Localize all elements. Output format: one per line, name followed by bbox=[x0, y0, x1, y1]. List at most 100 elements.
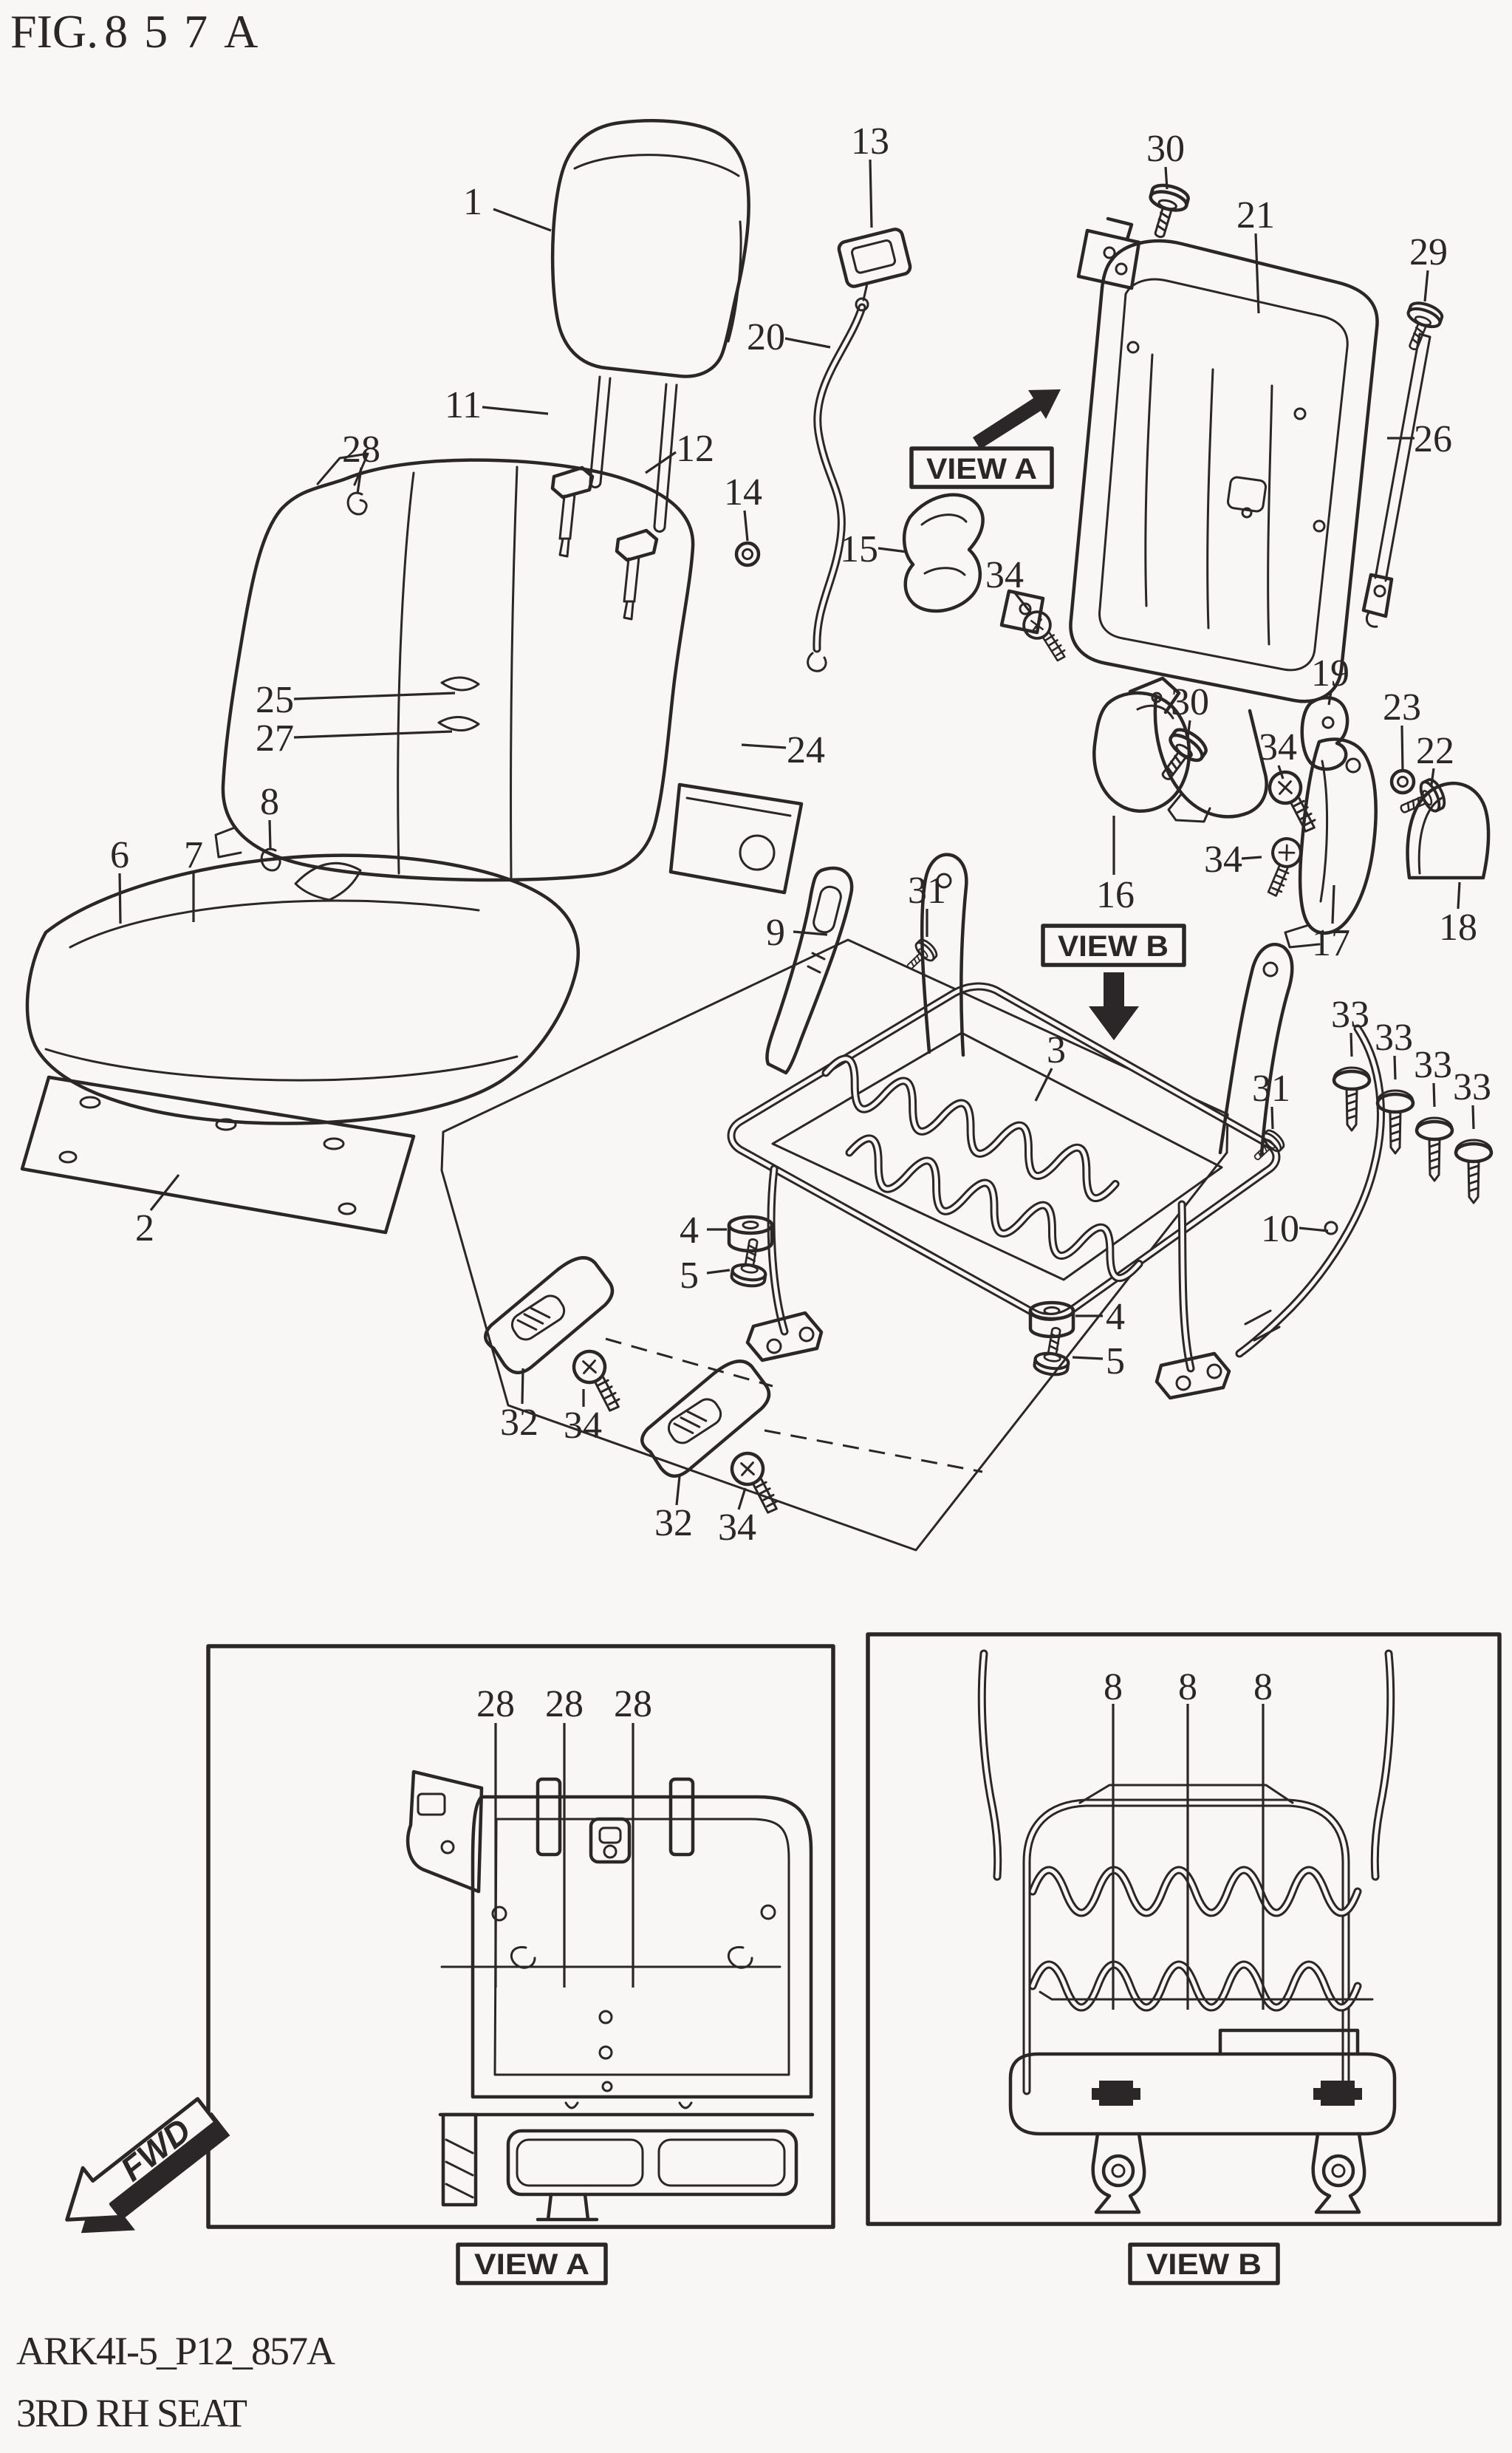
leader-line bbox=[356, 467, 363, 494]
part-label-29: 29 bbox=[1409, 231, 1448, 273]
part-label-7: 7 bbox=[184, 834, 203, 876]
seat-cushion-6 bbox=[25, 853, 580, 1125]
latch-knob-13 bbox=[837, 228, 912, 301]
view-a-caption-label: VIEW A bbox=[474, 2248, 589, 2281]
leader-line bbox=[149, 1174, 180, 1211]
part-label-19: 19 bbox=[1311, 652, 1349, 695]
leader-line bbox=[1430, 768, 1435, 785]
screw-34-a bbox=[1017, 608, 1073, 663]
part-label-8: 8 bbox=[1253, 1666, 1273, 1708]
part-label-33: 33 bbox=[1331, 994, 1369, 1036]
clip-19 bbox=[1300, 696, 1349, 771]
view-a-callout: VIEW A bbox=[909, 389, 1061, 489]
leader-line bbox=[1349, 1032, 1353, 1057]
leader-line bbox=[737, 1487, 747, 1510]
part-label-28: 28 bbox=[545, 1683, 584, 1725]
leader-line bbox=[645, 451, 677, 474]
headrest-guide-11 bbox=[550, 465, 595, 558]
leader-line bbox=[1277, 765, 1284, 779]
part-label-33: 33 bbox=[1414, 1044, 1452, 1086]
leader-lines bbox=[118, 159, 1475, 2010]
part-label-33: 33 bbox=[1375, 1017, 1413, 1059]
part-label-8: 8 bbox=[1104, 1666, 1123, 1708]
leader-line bbox=[784, 337, 831, 349]
bolt-30-mid bbox=[1150, 725, 1210, 788]
recliner-cover-15 bbox=[902, 493, 985, 613]
view-b-callout-label: VIEW B bbox=[1058, 930, 1169, 963]
hinge-arm-9 bbox=[765, 866, 854, 1075]
leader-line bbox=[293, 692, 456, 700]
leader-line bbox=[1471, 1105, 1475, 1130]
leader-line bbox=[1331, 884, 1335, 924]
screw-31-a bbox=[899, 935, 941, 978]
leader-line bbox=[1423, 270, 1429, 302]
part-label-16: 16 bbox=[1096, 874, 1135, 916]
view-a-arrow-icon bbox=[973, 389, 1061, 449]
part-label-13: 13 bbox=[851, 120, 889, 163]
leader-line bbox=[675, 1475, 681, 1506]
leader-line bbox=[793, 930, 828, 936]
part-label-34: 34 bbox=[564, 1405, 602, 1447]
part-label-10: 10 bbox=[1261, 1208, 1299, 1250]
part-label-17: 17 bbox=[1312, 922, 1350, 964]
release-cable-20 bbox=[807, 297, 869, 672]
cover-18 bbox=[1406, 781, 1491, 880]
leader-line bbox=[706, 1269, 731, 1275]
part-label-34: 34 bbox=[985, 554, 1024, 596]
part-label-14: 14 bbox=[724, 471, 762, 514]
nut-14 bbox=[736, 543, 759, 565]
screw-33-4 bbox=[1456, 1140, 1491, 1203]
leader-line bbox=[482, 406, 549, 415]
seatback-frame-21 bbox=[999, 216, 1379, 823]
part-label-8: 8 bbox=[260, 781, 279, 823]
part-label-4: 4 bbox=[1106, 1296, 1125, 1338]
screw-33-1 bbox=[1334, 1068, 1369, 1130]
part-label-28: 28 bbox=[342, 429, 380, 471]
leader-line bbox=[1400, 725, 1404, 772]
part-label-2: 2 bbox=[135, 1207, 154, 1249]
part-label-32: 32 bbox=[654, 1502, 693, 1544]
leader-line bbox=[1034, 1068, 1053, 1102]
screw-33-3 bbox=[1417, 1118, 1452, 1181]
view-b-callout: VIEW B bbox=[1041, 924, 1186, 1040]
view-b-caption: VIEW B bbox=[1128, 2242, 1280, 2285]
leader-line bbox=[1012, 590, 1033, 614]
view-b-arrow-icon bbox=[1089, 972, 1139, 1040]
screw-29 bbox=[1397, 299, 1444, 355]
leader-line bbox=[493, 208, 552, 232]
part-label-22: 22 bbox=[1416, 730, 1454, 772]
leader-line bbox=[1241, 856, 1262, 860]
part-label-3: 3 bbox=[1047, 1029, 1066, 1071]
screw-34-c bbox=[1251, 834, 1314, 898]
bolt-5-a bbox=[731, 1237, 770, 1288]
part-label-30: 30 bbox=[1146, 128, 1185, 170]
headrest-guide-12 bbox=[615, 528, 659, 621]
view-plane-box bbox=[440, 938, 1229, 1552]
part-label-34: 34 bbox=[1204, 839, 1242, 881]
cover-16 bbox=[1092, 676, 1191, 813]
leader-line bbox=[1186, 720, 1191, 738]
part-label-34: 34 bbox=[718, 1507, 756, 1549]
part-label-30: 30 bbox=[1171, 681, 1209, 723]
leader-line bbox=[869, 159, 873, 228]
leader-line bbox=[293, 730, 453, 739]
screw-34-e bbox=[723, 1450, 789, 1514]
bolt-30-top bbox=[1141, 182, 1190, 242]
bracket-17 bbox=[1284, 737, 1378, 949]
part-label-12: 12 bbox=[676, 428, 714, 470]
inset-view-a bbox=[206, 1644, 835, 2229]
figure-title: FIG.857A bbox=[10, 5, 274, 58]
fwd-arrow-icon bbox=[65, 2097, 218, 2222]
part-label-15: 15 bbox=[840, 528, 878, 570]
guide-rail-10 bbox=[1235, 1024, 1385, 1358]
fwd-marker: FWD bbox=[65, 2097, 230, 2234]
leader-line bbox=[521, 1368, 524, 1405]
part-label-5: 5 bbox=[680, 1255, 699, 1297]
stay-rod-26 bbox=[1361, 332, 1431, 628]
screw-34-d bbox=[565, 1348, 631, 1412]
part-label-31: 31 bbox=[1252, 1068, 1290, 1110]
part-label-33: 33 bbox=[1453, 1066, 1491, 1108]
part-label-31: 31 bbox=[908, 870, 946, 912]
part-label-5: 5 bbox=[1106, 1340, 1125, 1382]
